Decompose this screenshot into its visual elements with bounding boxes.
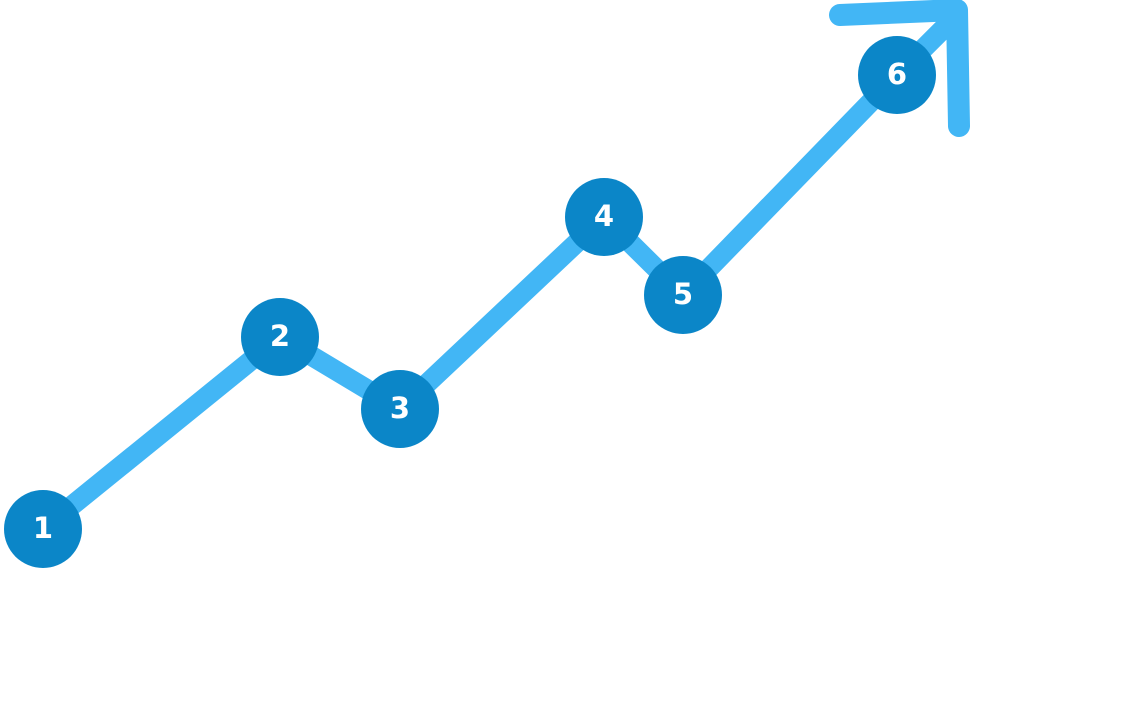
step-path-line xyxy=(33,17,955,539)
step-label-4: 4 xyxy=(594,199,614,233)
step-node-3: 3 xyxy=(361,370,439,448)
step-label-2: 2 xyxy=(270,319,290,353)
step-node-4: 4 xyxy=(565,178,643,256)
step-label-3: 3 xyxy=(390,391,410,425)
step-node-5: 5 xyxy=(644,256,722,334)
step-label-5: 5 xyxy=(673,277,693,311)
step-node-2: 2 xyxy=(241,298,319,376)
step-label-6: 6 xyxy=(887,57,907,91)
step-node-6: 6 xyxy=(858,36,936,114)
step-label-1: 1 xyxy=(33,511,53,545)
arrow-up-right-icon xyxy=(829,0,970,137)
step-node-1: 1 xyxy=(4,490,82,568)
